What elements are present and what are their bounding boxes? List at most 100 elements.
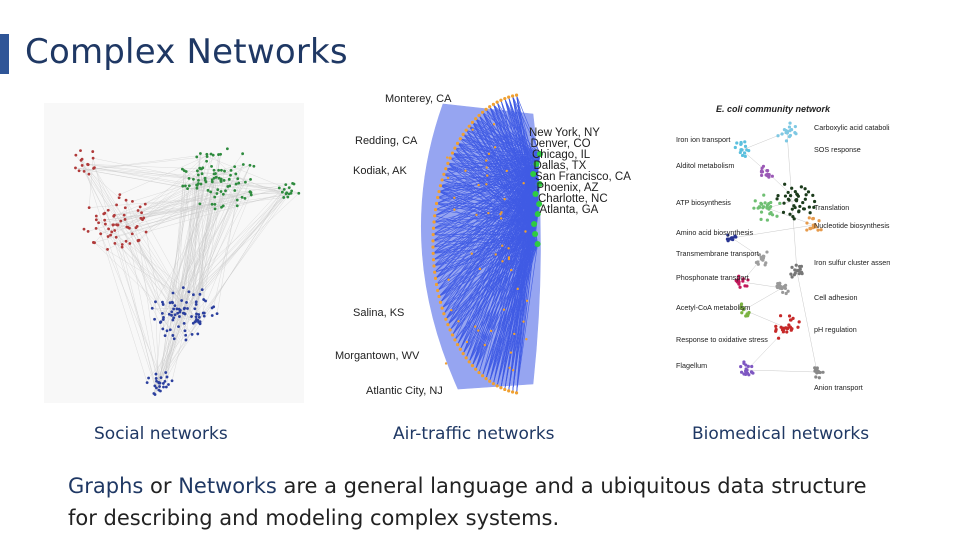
- air-route: [435, 163, 537, 279]
- airport-node: [444, 317, 448, 321]
- social-node: [176, 311, 180, 315]
- social-node: [217, 153, 220, 156]
- bio-edge: [741, 281, 783, 289]
- air-route: [457, 163, 537, 345]
- social-node: [297, 191, 301, 195]
- airport-node: [442, 312, 446, 316]
- social-node: [199, 182, 203, 186]
- bio-node: [769, 204, 773, 209]
- social-edge: [164, 170, 185, 382]
- social-edge: [138, 240, 161, 391]
- air-hub-label: Chicago, IL: [532, 149, 591, 161]
- bio-edge: [741, 131, 788, 151]
- bio-node: [778, 286, 782, 290]
- social-node: [162, 315, 165, 319]
- social-node: [181, 286, 185, 290]
- social-node: [115, 203, 118, 207]
- bio-node: [790, 275, 794, 279]
- bio-node: [739, 306, 743, 310]
- bio-node: [761, 164, 766, 168]
- bio-node: [780, 132, 784, 136]
- bio-node: [788, 194, 793, 198]
- social-node: [172, 307, 176, 311]
- airport-node: [453, 146, 457, 150]
- social-node: [128, 242, 132, 245]
- bio-node: [806, 190, 811, 194]
- social-node: [229, 173, 232, 177]
- social-edge: [185, 185, 201, 322]
- bio-node: [797, 209, 801, 213]
- social-node: [213, 207, 217, 211]
- air-route: [432, 163, 537, 242]
- airport-node: [499, 212, 502, 216]
- social-edge: [204, 189, 285, 317]
- air-route: [435, 173, 534, 210]
- social-edge: [114, 184, 286, 216]
- social-node: [195, 186, 199, 190]
- air-route: [436, 153, 541, 204]
- air-route: [466, 129, 541, 155]
- bio-node: [760, 173, 764, 178]
- bio-node: [757, 253, 762, 257]
- bio-edge: [796, 271, 818, 373]
- air-route: [466, 129, 537, 165]
- social-node: [114, 235, 118, 239]
- social-edge: [79, 156, 208, 171]
- bio-node: [814, 375, 818, 379]
- social-node: [249, 193, 253, 197]
- air-route: [447, 153, 541, 325]
- bio-node: [793, 190, 797, 194]
- social-node: [157, 381, 161, 385]
- social-node: [186, 307, 189, 310]
- social-node: [120, 245, 124, 249]
- social-node: [201, 166, 205, 170]
- air-route: [493, 104, 537, 165]
- bio-node: [741, 308, 746, 312]
- social-node: [161, 300, 164, 304]
- social-edge: [184, 179, 194, 314]
- social-edge: [138, 184, 197, 241]
- bio-node: [782, 285, 786, 289]
- air-hub-label: Charlotte, NC: [538, 193, 608, 205]
- airport-node: [436, 195, 440, 200]
- social-node: [215, 312, 219, 316]
- bio-node: [808, 211, 812, 215]
- air-route: [443, 153, 541, 314]
- bio-node: [746, 314, 750, 318]
- bio-module-label: Phosphonate transport: [676, 273, 749, 282]
- social-edge: [163, 184, 286, 318]
- social-node: [210, 164, 213, 168]
- air-hub-node: [534, 211, 541, 217]
- title-accent-bar: [0, 34, 9, 74]
- social-node: [244, 180, 247, 184]
- air-route: [475, 173, 534, 370]
- social-node: [161, 382, 165, 385]
- social-node: [203, 178, 207, 182]
- air-hub-node: [534, 241, 541, 247]
- social-node: [226, 185, 230, 188]
- bio-node: [753, 199, 757, 203]
- bio-node: [790, 207, 794, 211]
- bio-node: [821, 370, 825, 374]
- body-text: Graphs or Networks are a general languag…: [68, 470, 898, 534]
- social-node: [165, 329, 169, 333]
- social-node: [210, 202, 214, 206]
- air-route: [445, 173, 534, 320]
- ecoli-network-image: E. coli community network Iron ion trans…: [672, 100, 890, 400]
- social-node: [240, 195, 244, 199]
- airport-node: [510, 390, 515, 394]
- airport-node: [477, 113, 481, 118]
- airport-node: [488, 379, 492, 383]
- social-node: [131, 199, 134, 203]
- bio-node: [750, 364, 754, 369]
- social-node: [120, 243, 124, 246]
- bio-node: [805, 221, 809, 225]
- airport-node: [483, 343, 486, 347]
- social-edge: [108, 228, 194, 295]
- airport-node: [474, 325, 477, 328]
- airport-node: [502, 308, 506, 311]
- air-route: [433, 183, 540, 267]
- bio-node: [786, 197, 791, 201]
- social-node: [223, 169, 226, 173]
- bio-node: [817, 376, 821, 380]
